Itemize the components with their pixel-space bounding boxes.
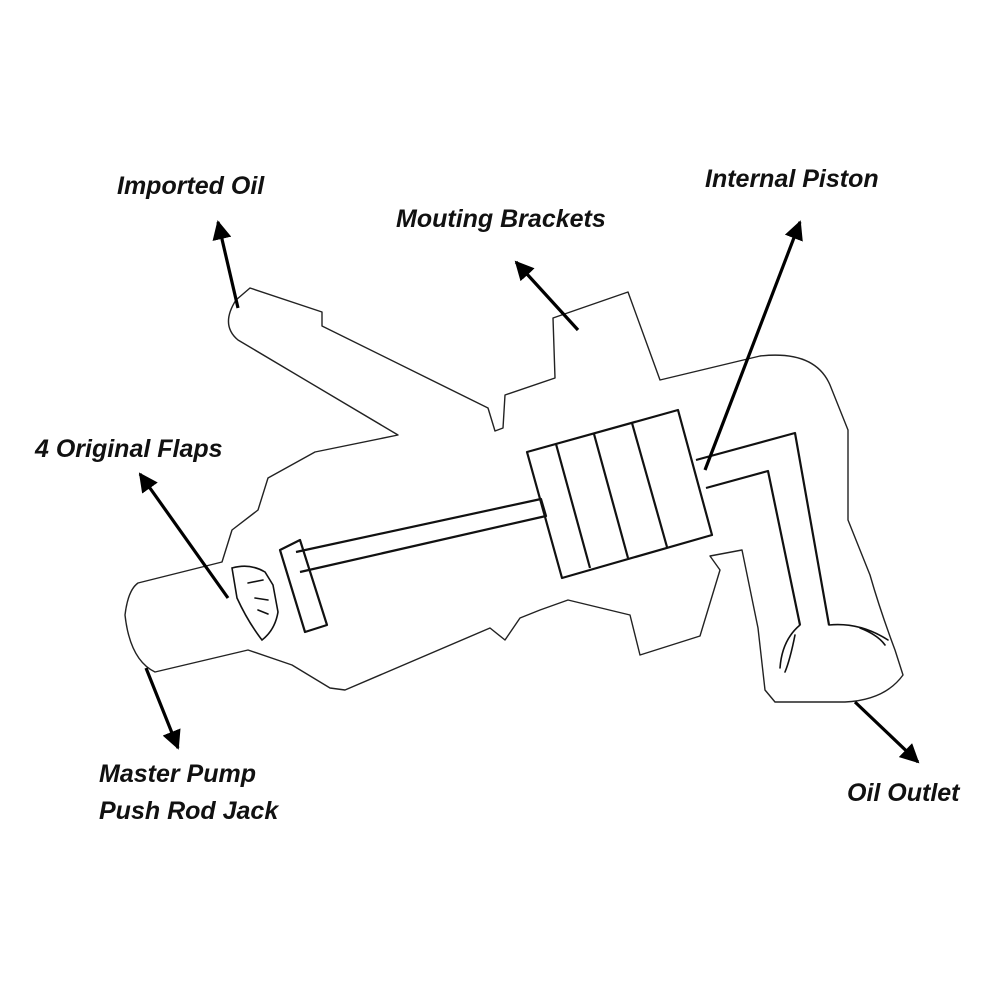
label-push-rod-line1: Master Pump [99,760,256,788]
flaps-seal [231,565,279,642]
arrow-mounting-brackets [514,260,580,332]
piston-seal-3 [630,422,669,548]
label-mounting-brackets: Mouting Brackets [396,205,606,233]
arrow-imported-oil [212,220,240,309]
outlet-channel-lower [705,469,802,626]
piston-seal-1 [554,443,592,569]
arrow-push-rod-jack [144,667,181,750]
label-original-flaps: 4 Original Flaps [35,435,223,463]
arrow-original-flaps [138,472,230,599]
oil-outlet-port [779,623,889,673]
outlet-channel-upper [695,431,831,626]
piston-seal-2 [592,433,630,559]
arrow-oil-outlet [853,700,920,764]
label-imported-oil: Imported Oil [117,172,265,200]
body-outline [124,287,904,703]
push-rod-shaft [295,497,548,574]
label-push-rod-line2: Push Rod Jack [99,797,279,825]
label-internal-piston: Internal Piston [705,165,879,193]
push-rod-head [278,538,329,634]
arrow-internal-piston [703,220,803,471]
label-oil-outlet: Oil Outlet [847,779,960,807]
piston-block [525,408,714,580]
